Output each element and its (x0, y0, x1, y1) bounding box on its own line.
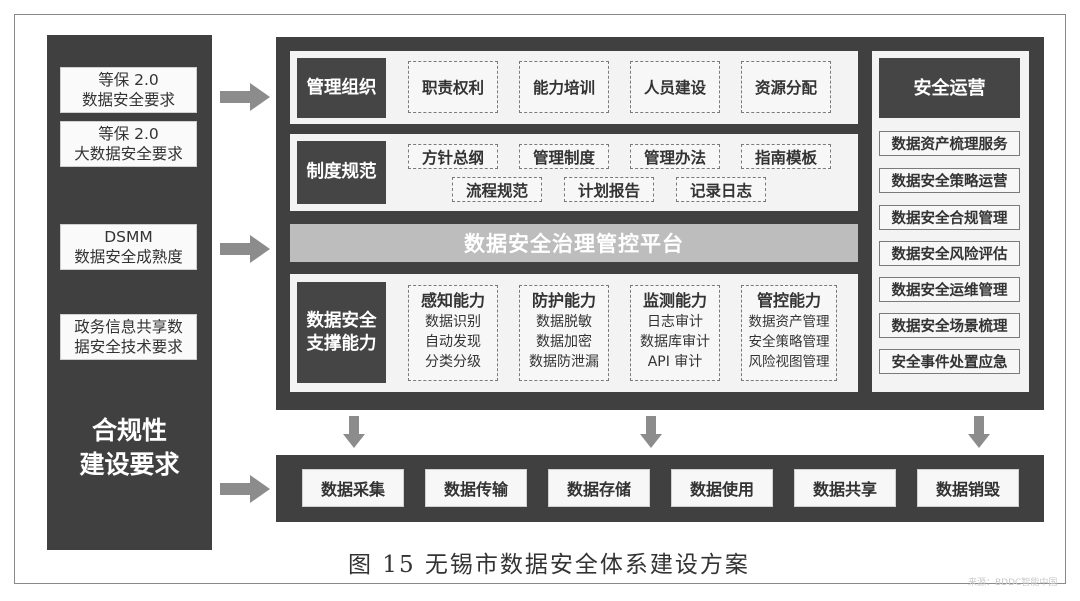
capability-box: 感知能力 数据识别自动发现分类分级 (408, 285, 498, 381)
lifecycle-item: 数据传输 (425, 469, 527, 507)
arrow-down-icon (968, 416, 990, 448)
org-item: 人员建设 (630, 61, 720, 113)
arrow-right-icon (220, 475, 270, 503)
support-label: 数据安全支撑能力 (297, 282, 386, 383)
policy-item: 方针总纲 (408, 144, 498, 169)
org-item: 能力培训 (519, 61, 609, 113)
policy-item: 流程规范 (452, 177, 542, 202)
arrow-right-icon (220, 83, 270, 111)
lifecycle-item: 数据销毁 (917, 469, 1019, 507)
figure-caption: 图 15 无锡市数据安全体系建设方案 (348, 552, 750, 578)
capability-box: 管控能力 数据资产管理安全策略管理风险视图管理 (741, 285, 837, 381)
watermark: 来源：BDDC智能中国 (968, 578, 1058, 588)
operations-item: 安全事件处置应急 (879, 349, 1020, 374)
policy-item: 记录日志 (676, 177, 766, 202)
operations-title: 安全运营 (879, 58, 1020, 118)
arrow-down-icon (640, 416, 662, 448)
operations-item: 数据安全风险评估 (879, 241, 1020, 266)
policy-label: 制度规范 (297, 141, 386, 204)
governance-platform-bar: 数据安全治理管控平台 (290, 224, 858, 262)
arrow-down-icon (343, 416, 365, 448)
lifecycle-item: 数据采集 (302, 469, 404, 507)
management-org-label: 管理组织 (297, 58, 386, 118)
org-item: 职责权利 (408, 61, 498, 113)
figure-frame (14, 14, 1066, 584)
operations-item: 数据安全场景梳理 (879, 313, 1020, 338)
operations-item: 数据资产梳理服务 (879, 131, 1020, 156)
lifecycle-item: 数据共享 (794, 469, 896, 507)
policy-item: 指南模板 (741, 144, 831, 169)
operations-item: 数据安全策略运营 (879, 168, 1020, 193)
requirement-item: 政务信息共享数据安全技术要求 (60, 314, 197, 360)
org-item: 资源分配 (741, 61, 831, 113)
policy-item: 计划报告 (564, 177, 654, 202)
compliance-column (47, 35, 212, 550)
lifecycle-item: 数据存储 (548, 469, 650, 507)
capability-box: 防护能力 数据脱敏数据加密数据防泄漏 (519, 285, 609, 381)
policy-item: 管理办法 (630, 144, 720, 169)
arrow-right-icon (220, 235, 270, 263)
operations-item: 数据安全运维管理 (879, 277, 1020, 302)
operations-item: 数据安全合规管理 (879, 205, 1020, 230)
lifecycle-item: 数据使用 (671, 469, 773, 507)
compliance-title: 合规性建设要求 (79, 416, 180, 479)
lifecycle-bar (276, 455, 1044, 522)
policy-item: 管理制度 (519, 144, 609, 169)
